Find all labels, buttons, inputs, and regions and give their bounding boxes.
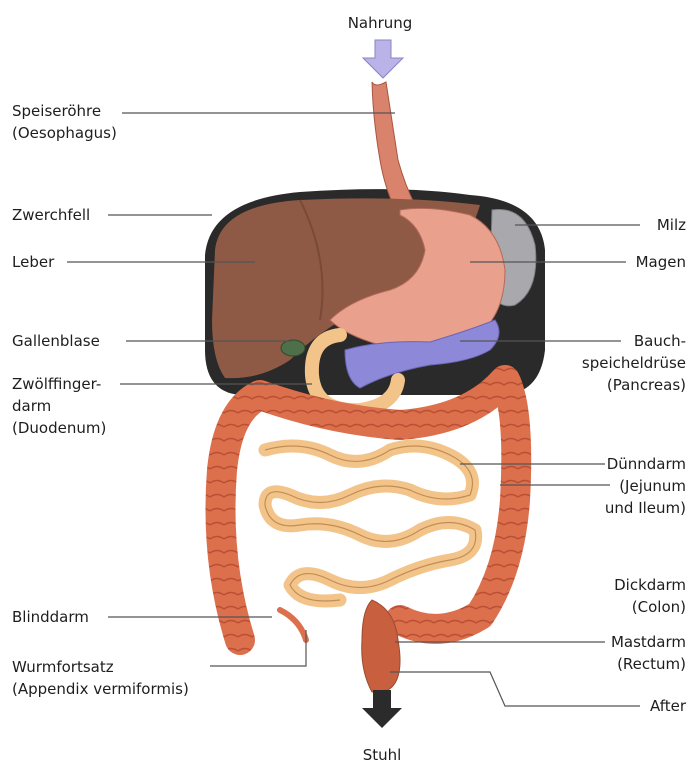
label-zwerchfell: Zwerchfell (12, 204, 90, 226)
label-wurmfortsatz: Wurmfortsatz(Appendix vermiformis) (12, 656, 189, 700)
gallbladder (281, 340, 305, 356)
label-mastdarm: Mastdarm(Rectum) (611, 631, 686, 675)
label-milz: Milz (657, 214, 686, 236)
label-leber: Leber (12, 251, 54, 273)
label-magen: Magen (636, 251, 686, 273)
label-dickdarm: Dickdarm(Colon) (614, 574, 686, 618)
food-input-arrow (363, 40, 403, 78)
label-stool-output: Stuhl (342, 744, 422, 766)
appendix (280, 610, 306, 640)
label-gallenblase: Gallenblase (12, 330, 100, 352)
label-blinddarm: Blinddarm (12, 606, 89, 628)
label-speiseroehre: Speiseröhre(Oesophagus) (12, 100, 117, 144)
stool-output-arrow (362, 690, 402, 728)
leader-after (390, 672, 640, 706)
label-bauchspeicheldruese: Bauch-speicheldrüse(Pancreas) (582, 330, 686, 396)
small-intestine (265, 446, 476, 601)
label-food-input: Nahrung (340, 12, 420, 34)
label-zwoelffingerdarm: Zwölffinger-darm(Duodenum) (12, 373, 106, 439)
label-after: After (650, 695, 686, 717)
